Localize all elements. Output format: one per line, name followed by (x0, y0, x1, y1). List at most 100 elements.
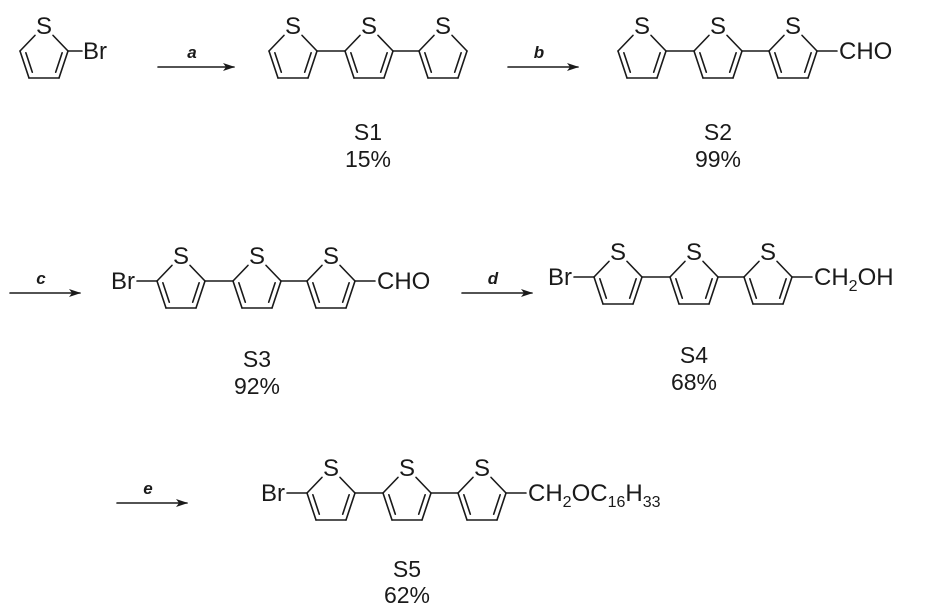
sulfur-atom: S (323, 243, 339, 270)
ring-bond (702, 260, 719, 278)
ring-bond (801, 34, 818, 52)
substituent-bonds (67, 50, 838, 494)
ring-double-bond (453, 51, 462, 74)
ring-bond (743, 260, 760, 278)
sulfur-atom: S (686, 239, 702, 266)
arrow-d-label: d (488, 269, 499, 288)
ring-bond (807, 50, 818, 79)
start-br: Br (83, 38, 107, 65)
ring-bond (232, 264, 249, 282)
ring-bond (19, 50, 30, 79)
s1-ring-3 (418, 34, 468, 79)
ring-bond (195, 280, 206, 309)
ring-bond (156, 280, 167, 309)
start-thiophene (19, 34, 69, 79)
sulfur-atom: S (610, 239, 626, 266)
s3-br: Br (111, 268, 135, 295)
ring-bond (58, 50, 69, 79)
ring-double-bond (728, 51, 737, 74)
ring-bond (415, 476, 432, 494)
s3-ring-2 (232, 264, 282, 309)
ring-bond (339, 476, 356, 494)
ring-bond (768, 50, 779, 79)
ring-bond (457, 50, 468, 79)
ring-double-bond (379, 51, 388, 74)
ring-bond (669, 276, 680, 305)
arrow-b-label: b (534, 43, 544, 62)
ring-bond (457, 476, 474, 494)
ring-double-bond (803, 51, 812, 74)
s2-ring-1 (617, 34, 667, 79)
sulfur-atom: S (36, 13, 52, 40)
ring-bond (421, 492, 432, 521)
sulfur-atom: S (399, 455, 415, 482)
ring-double-bond (312, 281, 321, 304)
ring-double-bond (54, 51, 63, 74)
ring-bond (382, 492, 393, 521)
s5-ring-3 (457, 476, 507, 521)
s4-br: Br (548, 264, 572, 291)
ring-bond (339, 264, 356, 282)
ring-double-bond (341, 493, 350, 516)
s4-yield: 68% (671, 369, 717, 395)
s4-ring-3 (743, 260, 793, 305)
sulfur-atom: S (173, 243, 189, 270)
ring-bond (268, 50, 279, 79)
ring-bond (632, 276, 643, 305)
ring-bond (656, 50, 667, 79)
ring-bond (776, 260, 793, 278)
ring-bond (344, 34, 361, 52)
ring-bond (344, 50, 355, 79)
ring-bond (743, 276, 754, 305)
ring-bond (768, 34, 785, 52)
sulfur-atom: S (249, 243, 265, 270)
arrow-a-label: a (187, 43, 196, 62)
ring-bond (490, 476, 507, 494)
ring-double-bond (778, 277, 787, 300)
ring-double-bond (238, 281, 247, 304)
ring-double-bond (599, 277, 608, 300)
s4-ring-1 (593, 260, 643, 305)
ring-double-bond (274, 51, 283, 74)
ring-bond (650, 34, 667, 52)
s3-ring-3 (306, 264, 356, 309)
ring-double-bond (267, 281, 276, 304)
ring-double-bond (341, 281, 350, 304)
ring-bond (306, 280, 317, 309)
ring-bond (726, 34, 743, 52)
ring-bond (189, 264, 206, 282)
s1-name: S1 (354, 119, 382, 145)
s4-name: S4 (680, 342, 708, 368)
ring-double-bond (675, 277, 684, 300)
ring-double-bond (417, 493, 426, 516)
ring-bond (306, 264, 323, 282)
ring-bond (617, 50, 628, 79)
ring-double-bond (191, 281, 200, 304)
ring-double-bond (424, 51, 433, 74)
ring-bond (307, 50, 318, 79)
sulfur-atom: S (634, 13, 650, 40)
s2-ring-2 (693, 34, 743, 79)
ring-bond (382, 476, 399, 494)
ring-bond (593, 260, 610, 278)
ring-bond (271, 280, 282, 309)
ring-bond (345, 492, 356, 521)
ring-double-bond (162, 281, 171, 304)
s5-ring-1 (306, 476, 356, 521)
ring-double-bond (704, 277, 713, 300)
ring-double-bond (303, 51, 312, 74)
ring-bond (156, 264, 173, 282)
s3-ring-1 (156, 264, 206, 309)
ring-bond (782, 276, 793, 305)
ring-double-bond (628, 277, 637, 300)
sulfur-atom: S (361, 13, 377, 40)
arrow-e-label: e (143, 479, 152, 498)
s1-yield: 15% (345, 146, 391, 172)
s4-ring-2 (669, 260, 719, 305)
s2-cho: CHO (839, 38, 892, 65)
ring-double-bond (623, 51, 632, 74)
ring-bond (669, 260, 686, 278)
s2-yield: 99% (695, 146, 741, 172)
ring-bond (418, 34, 435, 52)
